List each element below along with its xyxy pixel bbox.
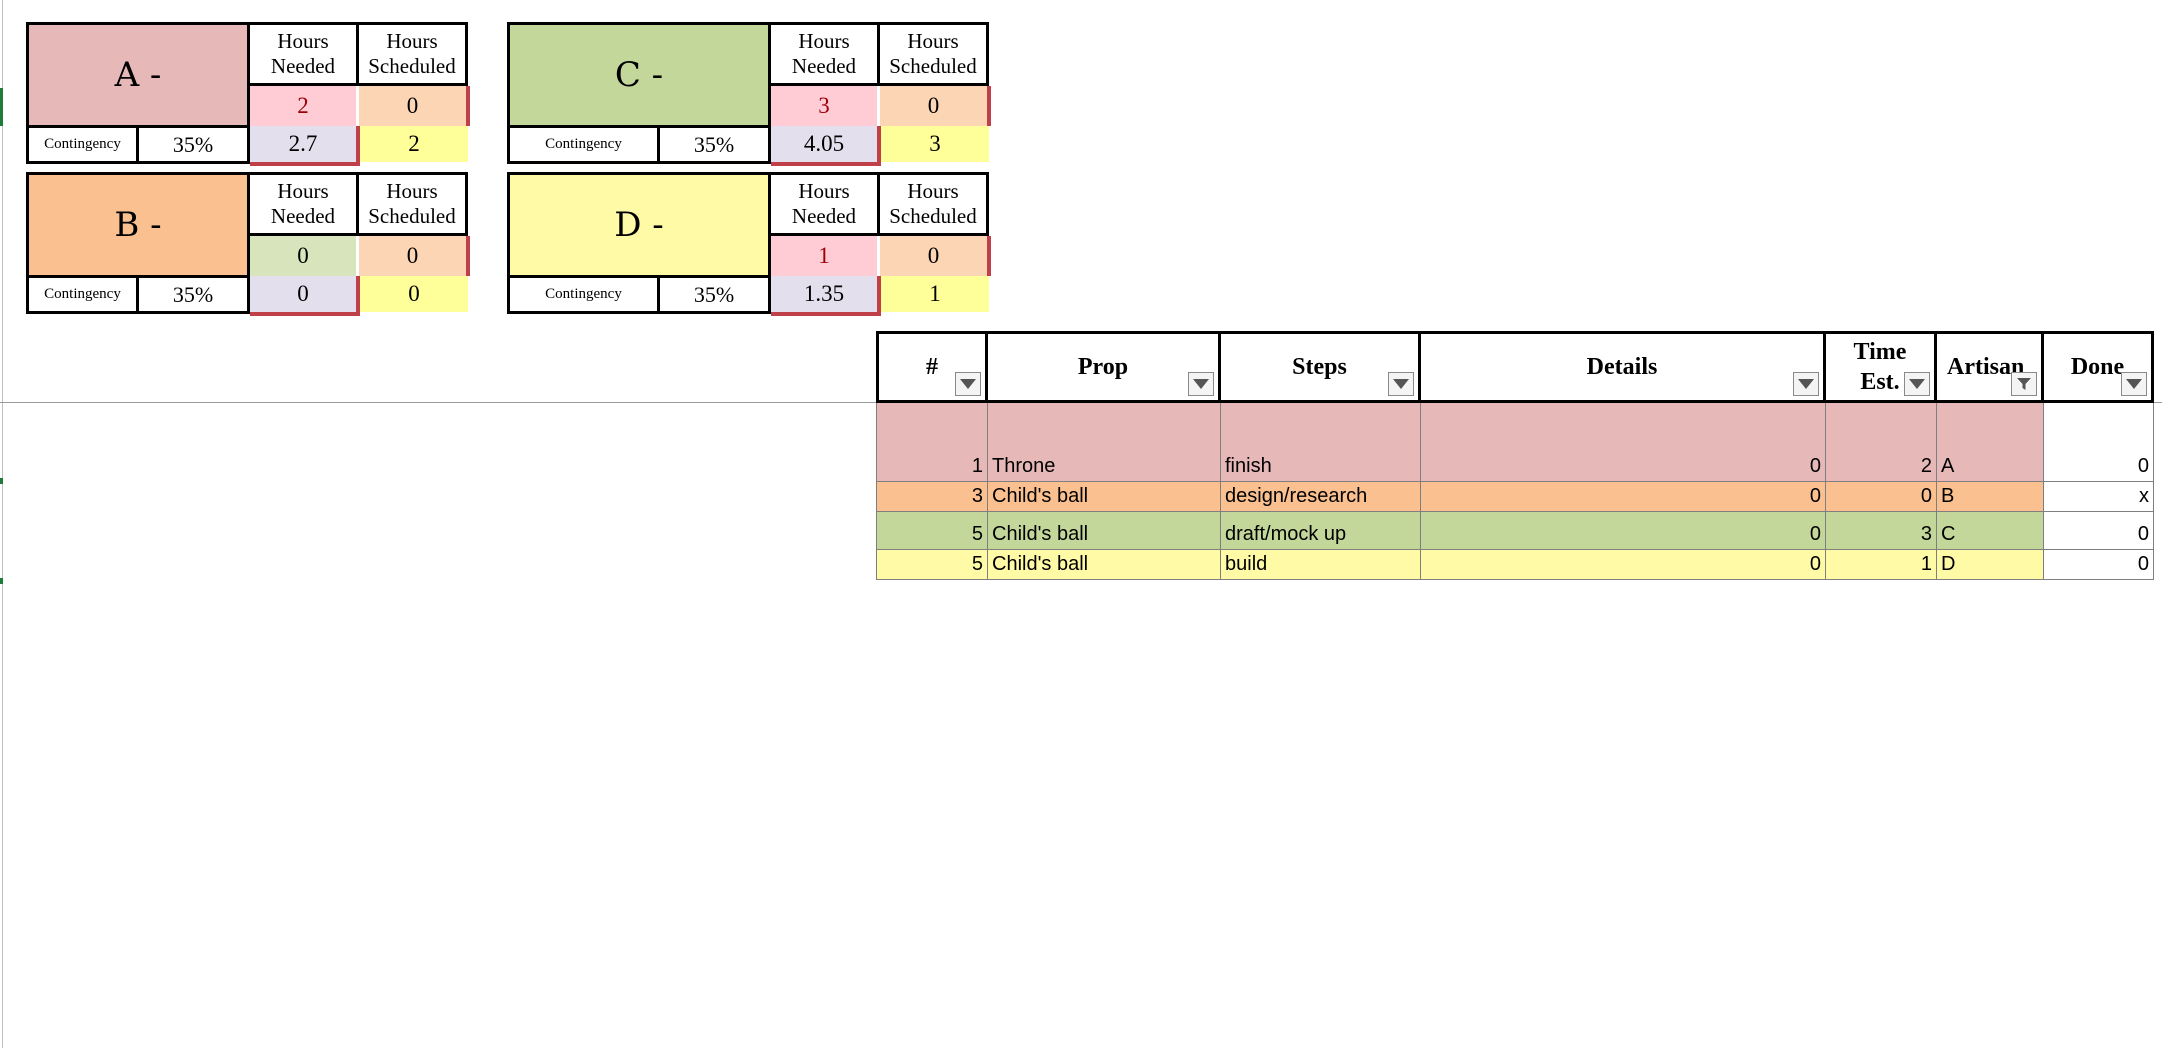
- block-b-scheduled-total[interactable]: 0: [360, 276, 468, 312]
- block-a-scheduled-total[interactable]: 2: [360, 126, 468, 162]
- cell-artisan[interactable]: C: [1937, 512, 2044, 550]
- row-marker: [0, 578, 3, 584]
- block-a-needed[interactable]: 2: [250, 86, 356, 126]
- block-d-needed[interactable]: 1: [771, 236, 877, 276]
- block-a-hours-scheduled-header: Hours Scheduled: [356, 22, 468, 86]
- block-c-needed[interactable]: 3: [771, 86, 877, 126]
- summary-block-d: D - Hours Needed Hours Scheduled 1 0 Con…: [507, 172, 991, 316]
- block-c-title: C -: [507, 22, 771, 128]
- cell-number[interactable]: 5: [876, 550, 988, 580]
- cell-time-est[interactable]: 1: [1826, 550, 1937, 580]
- block-c-contingency-label: Contingency: [507, 125, 660, 164]
- column-header-done[interactable]: Done: [2041, 331, 2154, 403]
- block-b-needed-with-contingency[interactable]: 0: [250, 276, 360, 316]
- block-b-title: B -: [26, 172, 250, 278]
- filter-dropdown-icon[interactable]: [1904, 372, 1930, 396]
- filter-dropdown-icon[interactable]: [1793, 372, 1819, 396]
- table-row: 5 Child's ball build 0 1 D 0: [876, 550, 2154, 580]
- block-c-scheduled-total[interactable]: 3: [881, 126, 989, 162]
- cell-number[interactable]: 3: [876, 482, 988, 512]
- cell-artisan[interactable]: B: [1937, 482, 2044, 512]
- block-d-contingency-value[interactable]: 35%: [657, 275, 771, 314]
- block-c-needed-with-contingency[interactable]: 4.05: [771, 126, 881, 166]
- block-d-scheduled[interactable]: 0: [880, 236, 991, 276]
- summary-block-c: C - Hours Needed Hours Scheduled 3 0 Con…: [507, 22, 991, 166]
- cell-number[interactable]: 5: [876, 512, 988, 550]
- row-marker: [0, 88, 3, 126]
- block-b-contingency-label: Contingency: [26, 275, 139, 314]
- cell-artisan[interactable]: D: [1937, 550, 2044, 580]
- block-c-scheduled[interactable]: 0: [880, 86, 991, 126]
- cell-steps[interactable]: design/research: [1221, 482, 1421, 512]
- cell-prop[interactable]: Child's ball: [988, 550, 1221, 580]
- cell-steps[interactable]: build: [1221, 550, 1421, 580]
- summary-block-b: B - Hours Needed Hours Scheduled 0 0 Con…: [26, 172, 470, 316]
- cell-steps[interactable]: draft/mock up: [1221, 512, 1421, 550]
- block-d-hours-needed-header: Hours Needed: [768, 172, 880, 236]
- cell-time-est[interactable]: 2: [1826, 403, 1937, 482]
- block-a-needed-with-contingency[interactable]: 2.7: [250, 126, 360, 166]
- table-row: 3 Child's ball design/research 0 0 B x: [876, 482, 2154, 512]
- column-header-prop[interactable]: Prop: [985, 331, 1221, 403]
- column-header-done-label: Done: [2070, 354, 2125, 380]
- table-row: 5 Child's ball draft/mock up 0 3 C 0: [876, 512, 2154, 550]
- funnel-icon: [2017, 378, 2031, 390]
- column-header-details-label: Details: [1586, 354, 1658, 380]
- block-a-title: A -: [26, 22, 250, 128]
- cell-time-est[interactable]: 0: [1826, 482, 1937, 512]
- cell-steps[interactable]: finish: [1221, 403, 1421, 482]
- cell-done[interactable]: x: [2044, 482, 2154, 512]
- cell-done[interactable]: 0: [2044, 550, 2154, 580]
- block-b-hours-needed-header: Hours Needed: [247, 172, 359, 236]
- column-header-number[interactable]: #: [876, 331, 988, 403]
- filter-dropdown-icon[interactable]: [955, 372, 981, 396]
- block-b-needed[interactable]: 0: [250, 236, 356, 276]
- cell-prop[interactable]: Child's ball: [988, 482, 1221, 512]
- block-c-contingency-value[interactable]: 35%: [657, 125, 771, 164]
- column-header-steps[interactable]: Steps: [1218, 331, 1421, 403]
- left-gridline: [2, 0, 3, 1048]
- cell-number[interactable]: 1: [876, 403, 988, 482]
- filter-dropdown-icon[interactable]: [1188, 372, 1214, 396]
- block-a-contingency-label: Contingency: [26, 125, 139, 164]
- column-header-time-est-label: Time Est.: [1853, 339, 1907, 395]
- block-d-contingency-label: Contingency: [507, 275, 660, 314]
- block-b-hours-scheduled-header: Hours Scheduled: [356, 172, 468, 236]
- cell-details[interactable]: 0: [1421, 482, 1826, 512]
- block-d-needed-with-contingency[interactable]: 1.35: [771, 276, 881, 316]
- filter-active-icon[interactable]: [2011, 372, 2037, 396]
- block-b-scheduled[interactable]: 0: [359, 236, 470, 276]
- cell-details[interactable]: 0: [1421, 550, 1826, 580]
- column-header-prop-label: Prop: [1077, 354, 1129, 380]
- block-d-title: D -: [507, 172, 771, 278]
- block-c-hours-needed-header: Hours Needed: [768, 22, 880, 86]
- column-header-artisan[interactable]: Artisan: [1934, 331, 2044, 403]
- column-header-details[interactable]: Details: [1418, 331, 1826, 403]
- table-row: 1 Throne finish 0 2 A 0: [876, 403, 2154, 482]
- block-a-hours-needed-header: Hours Needed: [247, 22, 359, 86]
- cell-time-est[interactable]: 3: [1826, 512, 1937, 550]
- block-b-contingency-value[interactable]: 35%: [136, 275, 250, 314]
- row-marker: [0, 478, 3, 484]
- column-header-steps-label: Steps: [1292, 354, 1347, 380]
- cell-prop[interactable]: Child's ball: [988, 512, 1221, 550]
- filter-dropdown-icon[interactable]: [2121, 372, 2147, 396]
- cell-artisan[interactable]: A: [1937, 403, 2044, 482]
- filter-dropdown-icon[interactable]: [1388, 372, 1414, 396]
- block-a-contingency-value[interactable]: 35%: [136, 125, 250, 164]
- cell-done[interactable]: 0: [2044, 403, 2154, 482]
- summary-block-a: A - Hours Needed Hours Scheduled 2 0 Con…: [26, 22, 470, 166]
- block-d-scheduled-total[interactable]: 1: [881, 276, 989, 312]
- block-a-scheduled[interactable]: 0: [359, 86, 470, 126]
- cell-details[interactable]: 0: [1421, 512, 1826, 550]
- block-c-hours-scheduled-header: Hours Scheduled: [877, 22, 989, 86]
- cell-prop[interactable]: Throne: [988, 403, 1221, 482]
- cell-details[interactable]: 0: [1421, 403, 1826, 482]
- column-header-time-est[interactable]: Time Est.: [1823, 331, 1937, 403]
- column-header-number-label: #: [926, 354, 938, 380]
- cell-done[interactable]: 0: [2044, 512, 2154, 550]
- block-d-hours-scheduled-header: Hours Scheduled: [877, 172, 989, 236]
